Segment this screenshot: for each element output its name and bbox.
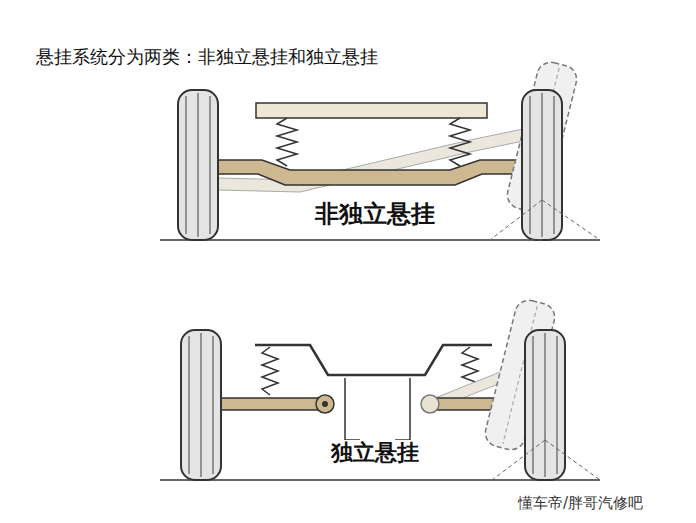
diagram-title: 悬挂系统分为两类：非独立悬挂和独立悬挂 xyxy=(36,46,378,68)
type-label: 独立悬挂 xyxy=(328,440,422,466)
type-label: 非独立悬挂 xyxy=(312,200,438,229)
watermark: 懂车帝/胖哥汽修吧 xyxy=(518,494,643,512)
